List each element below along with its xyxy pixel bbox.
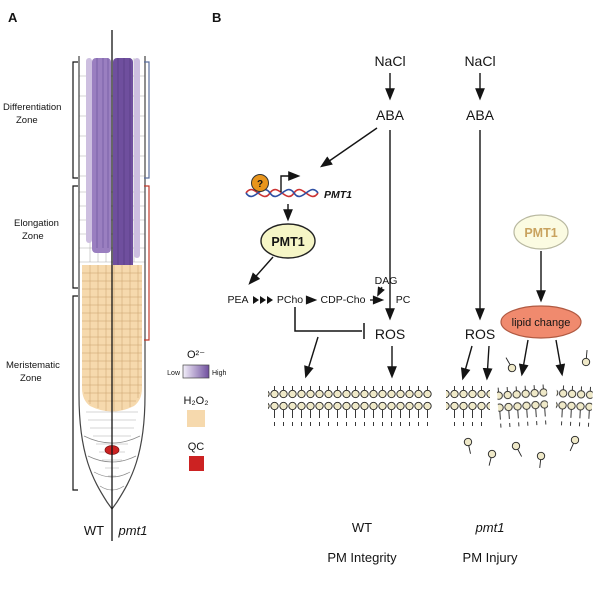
wt-genotype-label: WT — [352, 520, 372, 535]
membrane-intact — [268, 386, 432, 426]
pea-label: PEA — [227, 294, 248, 306]
wt-aba-label: ABA — [376, 107, 405, 123]
pmt1-nacl-label: NaCl — [464, 53, 495, 69]
wt-membrane-arrow-left — [304, 336, 319, 379]
zone-meristematic-line1: Meristematic — [6, 360, 60, 371]
zone-brackets — [72, 61, 150, 491]
displaced-lipid-icon — [502, 355, 518, 374]
legend: O²⁻ Low High H₂O₂ QC — [167, 349, 227, 471]
legend-o2-gradient-swatch — [182, 364, 210, 379]
stele-striations-right — [117, 58, 131, 270]
wt-aba-gene-arrow — [319, 127, 378, 168]
panel-a-label: A — [8, 10, 18, 25]
metabolic-pathway: PEA PCho CDP-Cho PC DAG — [227, 275, 410, 306]
legend-qc-swatch — [189, 456, 204, 471]
panel-a-wt-label: WT — [84, 523, 104, 538]
pmt1-ros-membrane-arrow2 — [482, 345, 493, 381]
displaced-lipid-icon — [463, 437, 475, 455]
lipid-change-label: lipid change — [512, 317, 571, 329]
wt-ros-label: ROS — [375, 326, 405, 342]
wt-outcome-label: PM Integrity — [327, 550, 397, 565]
zone-elongation-line1: Elongation — [14, 218, 59, 229]
pmt1-ros-label: ROS — [465, 326, 495, 342]
legend-low-label: Low — [167, 370, 181, 377]
panel-a: A — [3, 10, 227, 541]
bracket-meristematic — [72, 295, 78, 491]
panel-b-label: B — [212, 10, 221, 25]
bracket-elongation — [72, 185, 78, 289]
zone-differentiation-line1: Differentiation — [3, 102, 61, 113]
dag-input-arrow — [377, 286, 385, 297]
pmt1-protein-oval — [260, 223, 316, 259]
pmt1-gene-label: PMT1 — [324, 189, 352, 201]
lipidchange-membrane-arrow1 — [518, 339, 529, 377]
membrane-segment — [554, 385, 594, 427]
legend-qc-label: QC — [188, 441, 205, 453]
transcription-factor-icon — [251, 174, 269, 192]
wt-nacl-label: NaCl — [374, 53, 405, 69]
legend-o2-label: O²⁻ — [187, 349, 205, 361]
stele-flank-left — [86, 58, 92, 243]
pmt1-pea-arrow — [248, 256, 274, 285]
pmt1-gene-schematic: ? PMT1 — [245, 171, 352, 201]
multi-step-arrows-icon — [253, 296, 273, 304]
stele-striations-left — [96, 58, 109, 248]
pmt1-pathway: NaCl ABA ROS PMT1 lipid change — [446, 53, 594, 565]
bracket-differentiation — [72, 61, 78, 179]
displaced-lipid-icon — [485, 449, 497, 467]
panel-b: B NaCl ABA ? PMT1 PMT1 — [212, 10, 594, 565]
zone-differentiation-line2: Zone — [16, 115, 38, 126]
panel-a-pmt1-label: pmt1 — [118, 523, 148, 538]
pcho-label: PCho — [277, 294, 303, 306]
displaced-lipid-icon — [566, 434, 581, 453]
pmt1-outcome-label: PM Injury — [463, 550, 518, 565]
legend-h2o2-label: H₂O₂ — [183, 395, 208, 407]
transcription-start-arrow-icon — [280, 171, 301, 192]
zone-labels: Differentiation Zone Elongation Zone Mer… — [3, 102, 61, 384]
bracket-right-red — [144, 185, 150, 341]
pmt1-protein-label: PMT1 — [271, 235, 304, 249]
zone-elongation-line2: Zone — [22, 231, 44, 242]
dag-label: DAG — [375, 275, 398, 287]
pmt1-protein-faded-oval — [513, 214, 569, 250]
displaced-lipid-icon — [581, 349, 592, 367]
dna-strand-blue — [245, 188, 319, 198]
tf-question-label: ? — [257, 179, 263, 190]
legend-high-label: High — [212, 370, 227, 377]
ros-inhibition-line — [294, 307, 362, 332]
pmt1-ros-membrane-arrow1 — [460, 345, 473, 381]
legend-h2o2-swatch — [187, 410, 205, 427]
membrane-segment — [496, 384, 550, 428]
zone-meristematic-line2: Zone — [20, 373, 42, 384]
cdpcho-label: CDP-Cho — [321, 294, 366, 306]
membrane-injured — [446, 349, 594, 469]
pmt1-genotype-label: pmt1 — [475, 520, 505, 535]
bracket-right-blue — [144, 61, 150, 179]
lipidchange-membrane-arrow2 — [555, 339, 566, 377]
stele-flank-right — [134, 58, 140, 258]
pmt1-aba-label: ABA — [466, 107, 495, 123]
wt-pathway: NaCl ABA ? PMT1 PMT1 PEA — [227, 53, 432, 565]
displaced-lipid-icon — [535, 451, 546, 469]
pmt1-protein-faded-label: PMT1 — [524, 226, 557, 240]
displaced-lipid-icon — [510, 440, 526, 459]
membrane-segment — [446, 386, 490, 426]
pc-label: PC — [396, 294, 411, 306]
lipid-change-oval — [500, 305, 582, 339]
